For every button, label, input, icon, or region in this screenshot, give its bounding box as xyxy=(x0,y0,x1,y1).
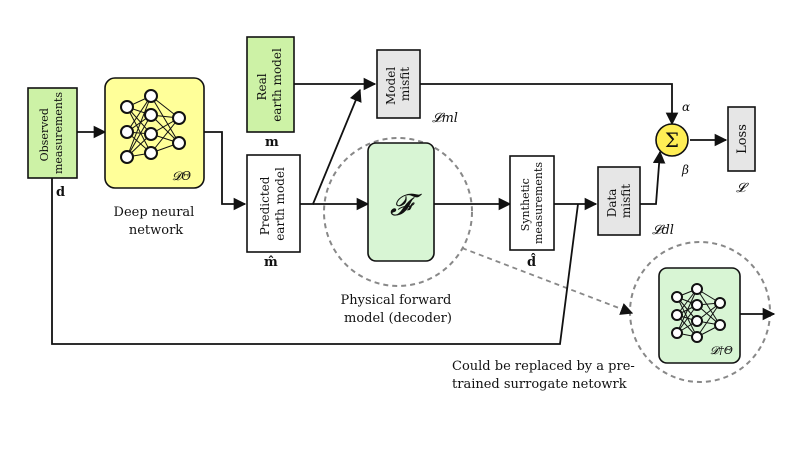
observed-line2: measurements xyxy=(52,92,65,174)
phys-caption-line2: model (decoder) xyxy=(344,311,452,326)
loss-box: Loss xyxy=(727,106,756,172)
real-earth-model-box: Real earth model xyxy=(246,36,295,133)
datamisfit-line1: Data xyxy=(605,189,619,218)
label-beta: β xyxy=(681,163,689,177)
phys-caption-line1: Physical forward xyxy=(340,293,451,308)
sum-node: Σ xyxy=(655,123,689,157)
synthetic-measurements-box: Synthetic measurements xyxy=(509,155,555,251)
svg-text:Model misfit: Model misfit xyxy=(384,63,412,105)
forward-model-dashed-circle xyxy=(323,137,473,287)
label-d: d xyxy=(56,185,65,200)
modelmisfit-line2: misfit xyxy=(398,67,412,101)
label-d-theta-dagger: 𝓓†Θ xyxy=(710,344,733,357)
svg-text:Synthetic measurements: Synthetic measurements xyxy=(519,162,545,244)
neural-net-icon xyxy=(120,89,186,164)
model-misfit-box: Model misfit xyxy=(376,49,421,119)
svg-text:Could be replaced by a pre-: Could be replaced by a pre- trained surr… xyxy=(452,359,639,392)
svg-text:Physical forward model (de: Physical forward model (decoder) xyxy=(340,293,455,326)
label-alpha: α xyxy=(682,100,690,114)
label-m: m xyxy=(265,135,279,150)
surrogate-caption-line1: Could be replaced by a pre- xyxy=(452,359,635,374)
arrow-dnn-to-predicted xyxy=(204,131,247,211)
label-d-theta: 𝓓Θ xyxy=(172,169,191,183)
surrogate-caption-line2: trained surrogate netowrk xyxy=(452,377,627,392)
arrow-predicted-to-misfit xyxy=(300,88,362,205)
label-L-dl: 𝓛dl xyxy=(652,223,674,238)
predicted-earth-model-box: Predicted earth model xyxy=(246,154,301,253)
loss-label: Loss xyxy=(735,124,750,154)
label-L-ml: 𝓛ml xyxy=(432,111,458,126)
forward-model-box: 𝓕 xyxy=(367,142,435,262)
dnn-caption-line1: Deep neural xyxy=(114,205,195,220)
label-L: 𝓛 xyxy=(736,181,749,196)
svg-text:Predicted earth model: Predicted earth model xyxy=(258,167,287,241)
svg-text:Real earth model: Real earth model xyxy=(255,48,284,122)
modelmisfit-line1: Model xyxy=(384,67,398,105)
label-d-hat: d̂ xyxy=(527,253,536,270)
arrow-observed-to-datamisfit xyxy=(51,178,579,345)
synthetic-line1: Synthetic xyxy=(519,178,532,231)
observed-measurements-box: Observed measurements xyxy=(27,87,78,179)
dnn-box: 𝓓Θ xyxy=(104,77,205,189)
real-line2: earth model xyxy=(270,48,284,122)
predicted-line2: earth model xyxy=(273,167,287,241)
data-misfit-box: Data misfit xyxy=(597,166,641,236)
dashed-connector xyxy=(461,247,634,315)
observed-line1: Observed xyxy=(38,108,51,161)
surrogate-net-icon xyxy=(671,283,726,343)
svg-text:Data misfit: Data misfit xyxy=(605,184,633,218)
datamisfit-line2: misfit xyxy=(619,184,633,218)
sum-symbol: Σ xyxy=(665,128,679,152)
predicted-line1: Predicted xyxy=(258,176,272,235)
arrow-datamisfit-to-sum xyxy=(640,150,666,205)
dnn-caption-line2: network xyxy=(129,223,183,238)
svg-text:Deep neural network: Deep neural network xyxy=(114,205,199,238)
synthetic-line2: measurements xyxy=(532,162,545,244)
real-line1: Real xyxy=(255,73,269,100)
surrogate-network-box: 𝓓†Θ xyxy=(658,267,741,364)
arrow-modelmisfit-to-sum xyxy=(420,83,679,126)
label-m-hat: m̂ xyxy=(264,255,278,270)
svg-text:Observed measurements: Observed measurements xyxy=(38,92,65,174)
